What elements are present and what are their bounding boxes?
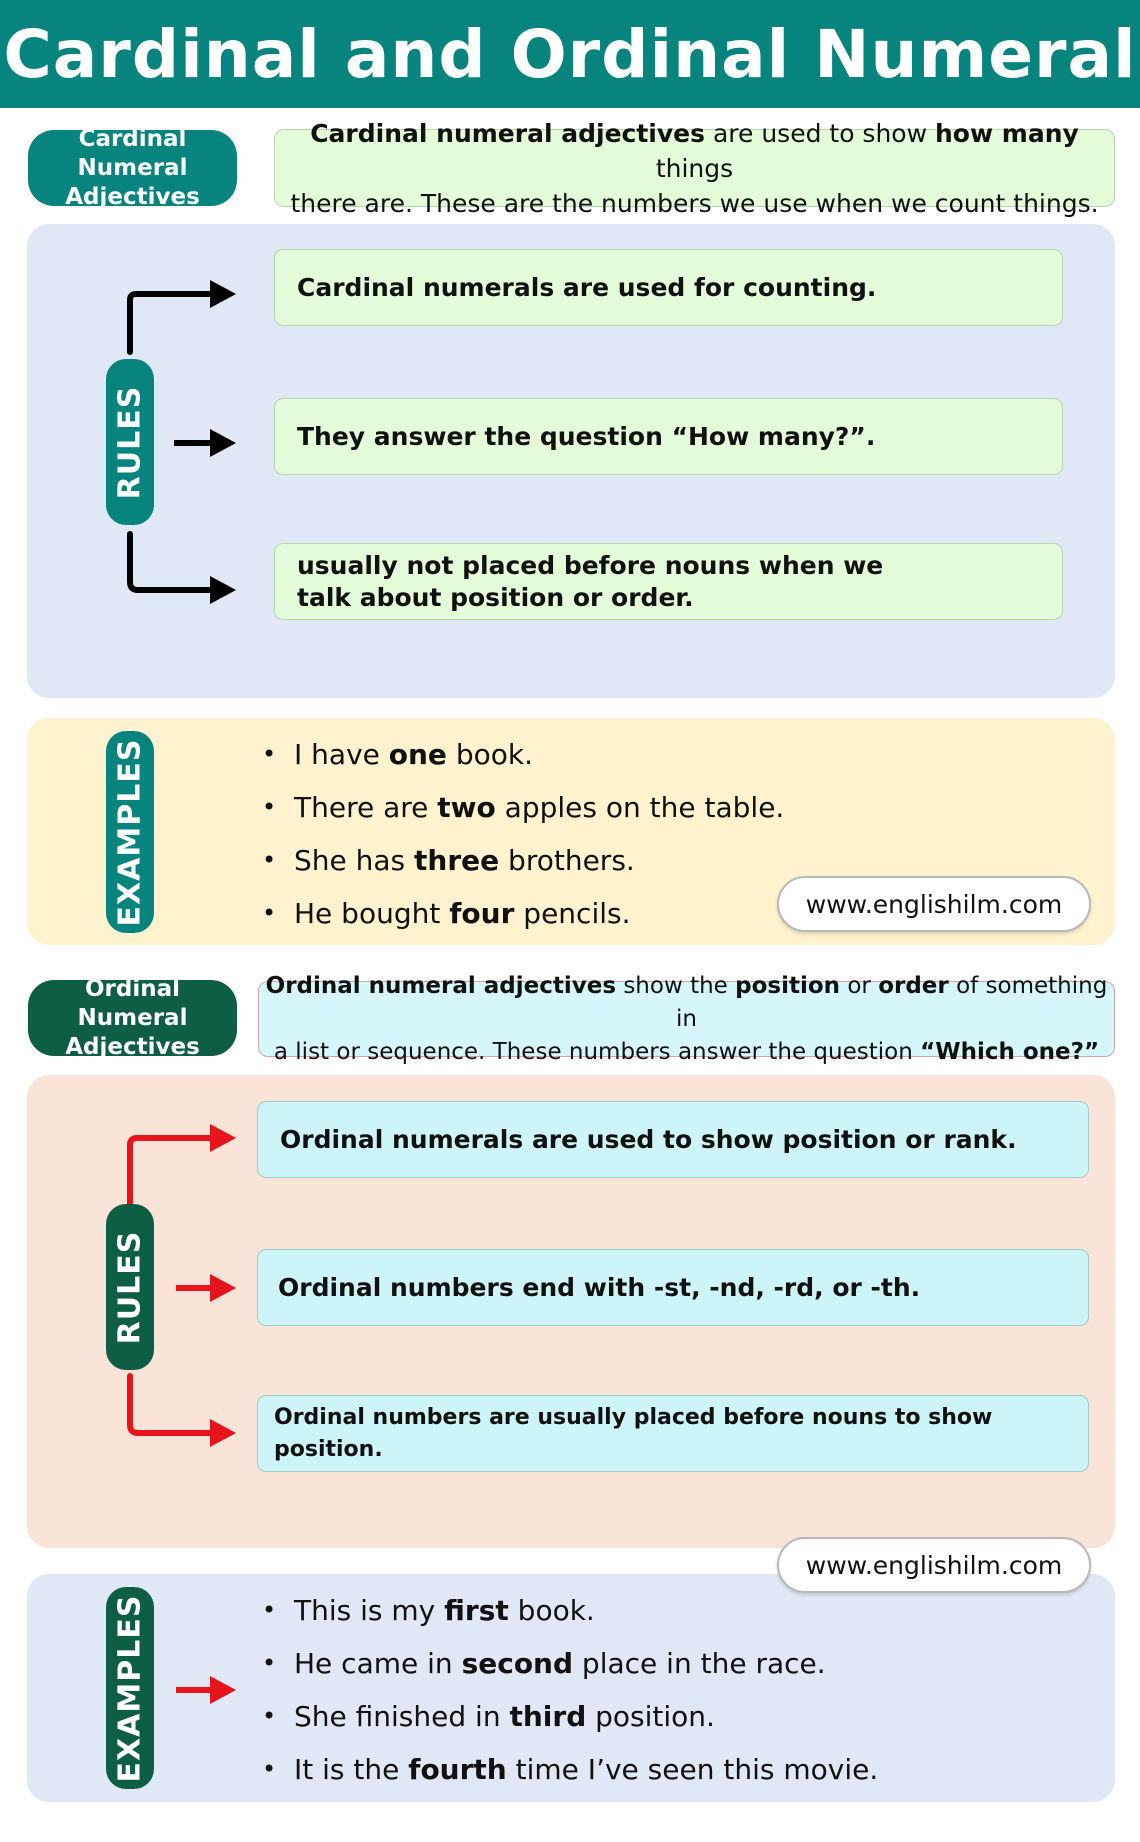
cardinal-rules-label: RULES bbox=[106, 359, 154, 525]
ordinal-definition-line1: Ordinal numeral adjectives show the posi… bbox=[265, 972, 1108, 1032]
cardinal-rule-2: They answer the question “How many?”. bbox=[274, 398, 1063, 475]
ordinal-rule-1: Ordinal numerals are used to show positi… bbox=[257, 1101, 1089, 1178]
cardinal-definition-line2: there are. These are the numbers we use … bbox=[290, 188, 1099, 218]
ordinal-label-line2: Adjectives bbox=[65, 1033, 200, 1060]
list-item: He came in second place in the race. bbox=[262, 1637, 962, 1690]
ordinal-arrow-down-icon bbox=[127, 1373, 236, 1447]
ordinal-examples-list: This is my first book. He came in second… bbox=[262, 1584, 962, 1796]
page-title: Cardinal and Ordinal Numeral bbox=[3, 15, 1137, 93]
ordinal-definition: Ordinal numeral adjectives show the posi… bbox=[258, 973, 1115, 1065]
cardinal-definition-line1: Cardinal numeral adjectives are used to … bbox=[310, 118, 1079, 183]
ordinal-arrow-middle-icon bbox=[176, 1274, 236, 1302]
list-item: I have one book. bbox=[262, 728, 862, 781]
list-item: This is my first book. bbox=[262, 1584, 962, 1637]
cardinal-rule-3: usually not placed before nouns when we … bbox=[274, 543, 1063, 620]
title-banner bbox=[0, 0, 1140, 108]
cardinal-label: Cardinal Numeral Adjectives bbox=[28, 126, 237, 210]
list-item: It is the fourth time I’ve seen this mov… bbox=[262, 1743, 962, 1796]
ordinal-examples-label: EXAMPLES bbox=[106, 1587, 154, 1789]
ordinal-rule-2: Ordinal numbers end with -st, -nd, -rd, … bbox=[257, 1249, 1089, 1326]
ordinal-examples-arrow-icon bbox=[176, 1676, 236, 1704]
cardinal-label-line1: Cardinal Numeral bbox=[77, 125, 188, 181]
ordinal-label-line1: Ordinal Numeral bbox=[77, 975, 188, 1031]
website-badge[interactable]: www.englishilm.com bbox=[777, 1537, 1091, 1593]
list-item: She finished in third position. bbox=[262, 1690, 962, 1743]
list-item: There are two apples on the table. bbox=[262, 781, 862, 834]
list-item: She has three brothers. bbox=[262, 834, 862, 887]
ordinal-label: Ordinal Numeral Adjectives bbox=[28, 976, 237, 1060]
website-badge[interactable]: www.englishilm.com bbox=[777, 876, 1091, 932]
ordinal-rule-3: Ordinal numbers are usually placed befor… bbox=[257, 1395, 1089, 1472]
cardinal-rule-1: Cardinal numerals are used for counting. bbox=[274, 249, 1063, 326]
ordinal-rules-label: RULES bbox=[106, 1204, 154, 1370]
ordinal-arrow-up-icon bbox=[127, 1124, 236, 1207]
cardinal-label-line2: Adjectives bbox=[65, 183, 200, 210]
list-item: He bought four pencils. bbox=[262, 887, 862, 940]
cardinal-definition: Cardinal numeral adjectives are used to … bbox=[274, 119, 1115, 218]
cardinal-examples-list: I have one book. There are two apples on… bbox=[262, 728, 862, 940]
ordinal-definition-line2: a list or sequence. These numbers answer… bbox=[273, 1038, 1100, 1065]
cardinal-examples-label: EXAMPLES bbox=[106, 731, 154, 933]
